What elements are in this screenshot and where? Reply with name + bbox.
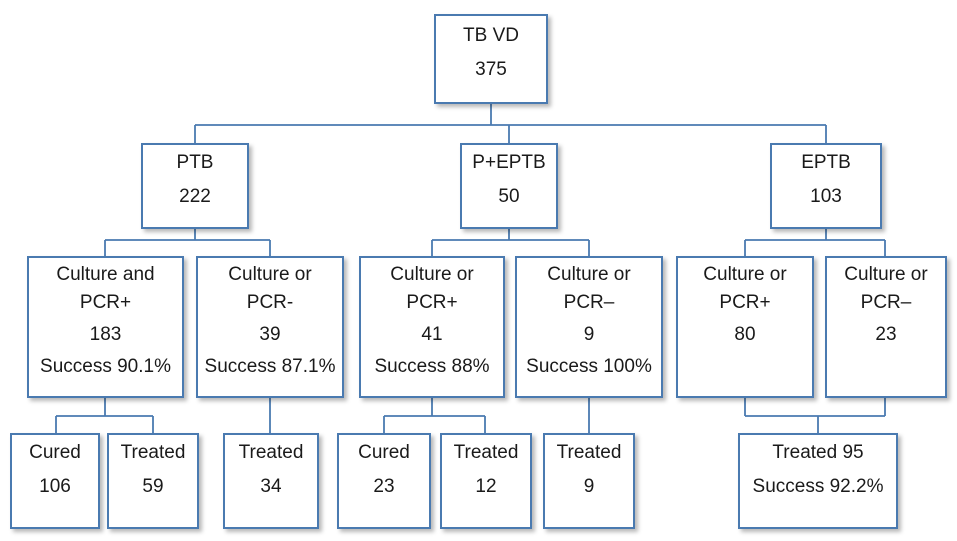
leaf-ptb-neg-treated: Treated 34 [223, 433, 319, 529]
node-success: Success 90.1% [40, 356, 171, 377]
leaf-label: Cured [29, 442, 81, 463]
leaf-label: Treated [120, 442, 186, 463]
node-label-line1: Culture or [703, 264, 787, 285]
leaf-eptb-treated: Treated 95 Success 92.2% [738, 433, 898, 529]
node-count: 39 [259, 324, 281, 345]
node-ptb: PTB 222 [141, 143, 249, 229]
node-count: 50 [498, 186, 520, 207]
leaf-count: 106 [39, 476, 71, 497]
node-label-line1: Culture or [844, 264, 928, 285]
leaf-peptb-neg-treated: Treated 9 [543, 433, 635, 529]
node-success: Success 100% [526, 356, 652, 377]
node-count: 103 [810, 186, 842, 207]
leaf-count: 59 [142, 476, 164, 497]
node-label-line1: Culture or [390, 264, 474, 285]
leaf-label: Treated 95 [772, 442, 864, 463]
node-label-line2: PCR– [860, 292, 912, 313]
node-count: 41 [421, 324, 443, 345]
node-title: EPTB [801, 152, 851, 173]
node-label-line2: PCR+ [719, 292, 771, 313]
node-title: PTB [176, 152, 214, 173]
node-tb-vd: TB VD 375 [434, 14, 548, 104]
node-label-line2: PCR– [563, 292, 615, 313]
leaf-peptb-treated: Treated 12 [440, 433, 532, 529]
leaf-count: 9 [583, 476, 595, 497]
node-count: 23 [875, 324, 897, 345]
node-p-eptb: P+EPTB 50 [460, 143, 558, 229]
node-title: TB VD [463, 25, 519, 46]
node-label-line1: Culture or [547, 264, 631, 285]
leaf-label: Treated [453, 442, 519, 463]
node-peptb-culture-pcr-positive: Culture or PCR+ 41 Success 88% [359, 256, 505, 398]
node-eptb-culture-pcr-positive: Culture or PCR+ 80 [676, 256, 814, 398]
node-eptb: EPTB 103 [770, 143, 882, 229]
node-title: P+EPTB [472, 152, 546, 173]
leaf-count: 34 [260, 476, 282, 497]
leaf-label: Treated [238, 442, 304, 463]
node-ptb-culture-pcr-positive: Culture and PCR+ 183 Success 90.1% [27, 256, 184, 398]
node-peptb-culture-pcr-negative: Culture or PCR– 9 Success 100% [515, 256, 663, 398]
node-count: 375 [475, 59, 507, 80]
node-label-line1: Culture or [228, 264, 312, 285]
node-count: 183 [89, 324, 122, 345]
node-success: Success 87.1% [204, 356, 336, 377]
leaf-success: Success 92.2% [752, 476, 884, 497]
leaf-count: 23 [373, 476, 395, 497]
node-label-line2: PCR+ [406, 292, 458, 313]
leaf-count: 12 [475, 476, 497, 497]
node-label-line1: Culture and [56, 264, 155, 285]
node-label-line2: PCR- [246, 292, 294, 313]
node-count: 222 [179, 186, 211, 207]
leaf-ptb-cured: Cured 106 [10, 433, 100, 529]
node-ptb-culture-pcr-negative: Culture or PCR- 39 Success 87.1% [196, 256, 344, 398]
leaf-peptb-cured: Cured 23 [337, 433, 431, 529]
leaf-ptb-treated: Treated 59 [107, 433, 199, 529]
node-eptb-culture-pcr-negative: Culture or PCR– 23 [825, 256, 947, 398]
leaf-label: Cured [358, 442, 410, 463]
node-count: 80 [734, 324, 756, 345]
node-label-line2: PCR+ [79, 292, 132, 313]
leaf-label: Treated [556, 442, 622, 463]
node-count: 9 [583, 324, 595, 345]
node-success: Success 88% [374, 356, 490, 377]
